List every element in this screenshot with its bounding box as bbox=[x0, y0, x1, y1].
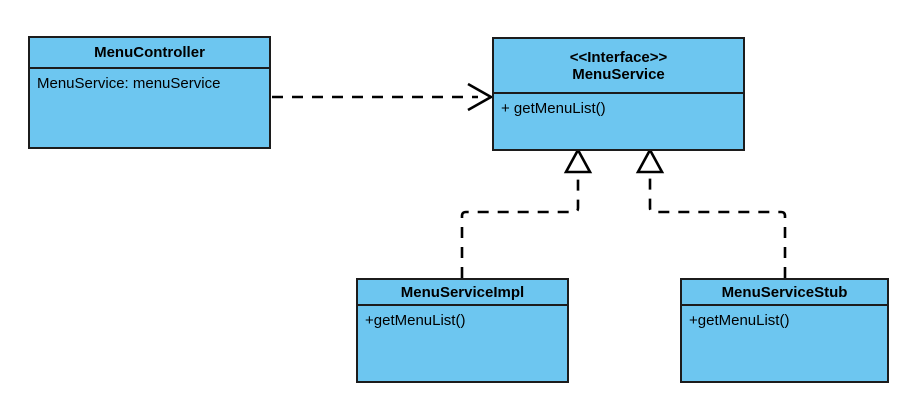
realization-line-left bbox=[460, 172, 580, 278]
class-box-menuservicestub[interactable]: MenuServiceStub +getMenuList() bbox=[680, 278, 889, 383]
class-body-menuservicestub: +getMenuList() bbox=[682, 306, 887, 381]
realization-hollow-triangle-left bbox=[563, 147, 593, 174]
dependency-open-arrowhead bbox=[467, 82, 494, 112]
operation-getmenulist-interface: + getMenuList() bbox=[501, 100, 606, 117]
realization-hollow-triangle-right bbox=[635, 147, 665, 174]
attribute-menuservice-menuservice: MenuService: menuService bbox=[37, 75, 221, 92]
class-box-menuserviceimpl[interactable]: MenuServiceImpl +getMenuList() bbox=[356, 278, 569, 383]
class-header-menuservicestub: MenuServiceStub bbox=[682, 280, 887, 306]
stereotype-interface: <<Interface>> bbox=[569, 48, 668, 66]
class-box-menuservice[interactable]: <<Interface>> MenuService + getMenuList(… bbox=[492, 37, 745, 151]
dependency-menucontroller-to-menuservice bbox=[272, 82, 494, 112]
class-body-menuservice: + getMenuList() bbox=[494, 94, 743, 149]
operation-getmenulist-impl: +getMenuList() bbox=[365, 312, 466, 329]
class-name-menuservicestub: MenuServiceStub bbox=[721, 283, 848, 301]
operation-getmenulist-stub: +getMenuList() bbox=[689, 312, 790, 329]
class-header-menucontroller: MenuController bbox=[30, 38, 269, 69]
class-body-menuserviceimpl: +getMenuList() bbox=[358, 306, 567, 381]
class-body-menucontroller: MenuService: menuService bbox=[30, 69, 269, 147]
realization-menuserviceimpl-to-menuservice bbox=[460, 147, 593, 278]
class-header-menuserviceimpl: MenuServiceImpl bbox=[358, 280, 567, 306]
class-box-menucontroller[interactable]: MenuController MenuService: menuService bbox=[28, 36, 271, 149]
class-name-menuservice: MenuService bbox=[572, 65, 665, 83]
class-header-menuservice: <<Interface>> MenuService bbox=[494, 39, 743, 94]
realization-menuservicestub-to-menuservice bbox=[635, 147, 787, 278]
realization-line-right bbox=[648, 172, 787, 278]
class-name-menuserviceimpl: MenuServiceImpl bbox=[400, 283, 525, 301]
class-name-menucontroller: MenuController bbox=[94, 44, 205, 61]
